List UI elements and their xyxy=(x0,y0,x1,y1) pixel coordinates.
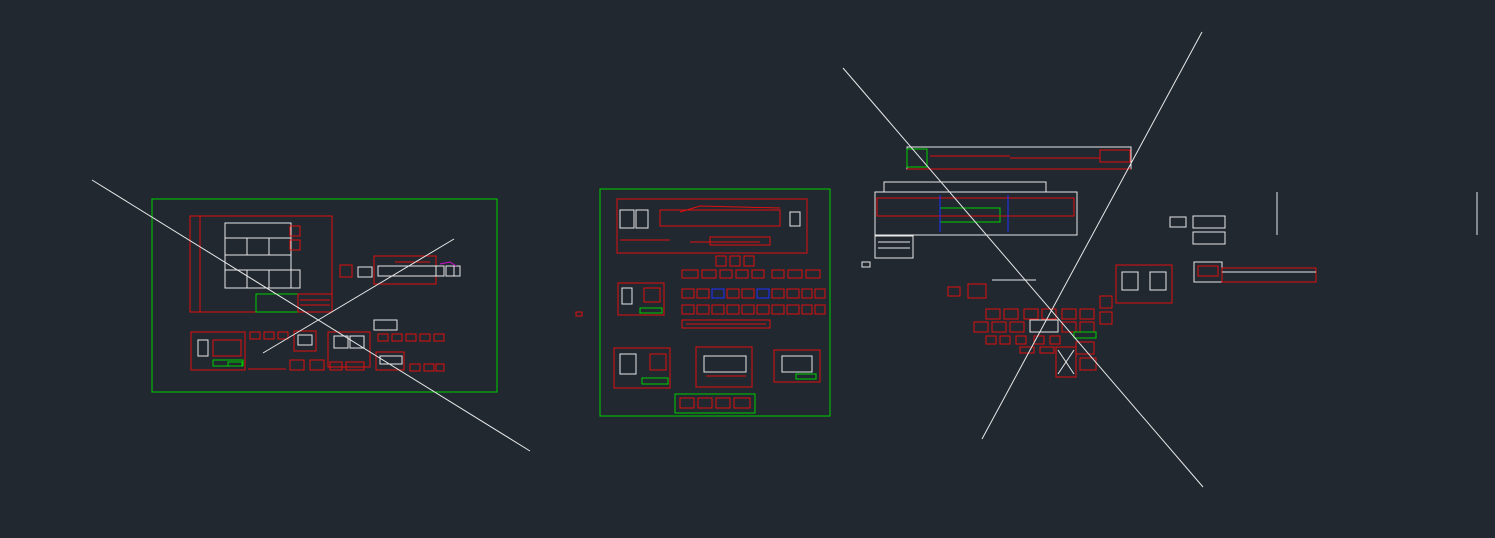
label-box xyxy=(373,319,398,331)
sheet-middle[interactable] xyxy=(599,188,831,417)
sheet-left-frame xyxy=(151,198,498,393)
elevation-group[interactable] xyxy=(339,255,461,285)
icon-grid[interactable] xyxy=(681,288,826,329)
sheet-right[interactable] xyxy=(842,31,1478,488)
right-block-b[interactable] xyxy=(1193,261,1317,283)
scattered-details[interactable] xyxy=(947,264,1173,378)
detail-cluster-left[interactable] xyxy=(190,330,445,372)
construction-line xyxy=(262,238,455,354)
small-tag xyxy=(861,261,871,268)
main-elevation[interactable] xyxy=(616,198,808,254)
bottom-strip[interactable] xyxy=(674,393,756,414)
left-detail[interactable] xyxy=(617,282,665,316)
construction-line xyxy=(981,31,1203,440)
stray-block xyxy=(575,311,583,317)
floor-plan-view[interactable] xyxy=(189,215,333,313)
right-block-a[interactable] xyxy=(1169,192,1478,245)
construction-line xyxy=(91,179,531,452)
sheet-middle-frame xyxy=(599,188,831,417)
sheet-left[interactable] xyxy=(91,179,531,452)
icon-row-1[interactable] xyxy=(681,255,821,279)
construction-line xyxy=(842,67,1204,488)
long-section-top[interactable] xyxy=(906,146,1132,170)
long-section-main[interactable] xyxy=(874,181,1078,259)
bottom-details[interactable] xyxy=(613,346,821,389)
